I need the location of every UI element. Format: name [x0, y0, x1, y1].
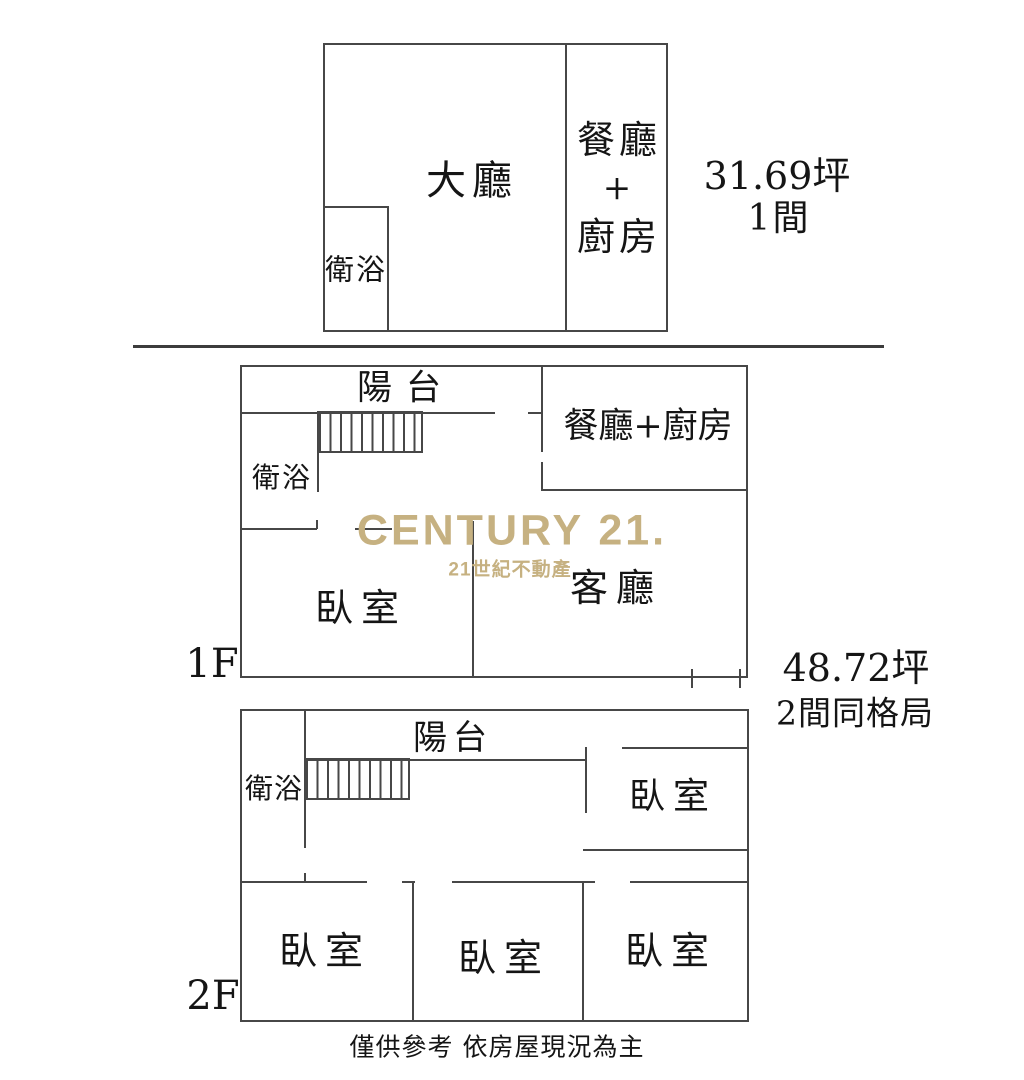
wall-dining-left-lower-1f: [541, 462, 543, 490]
room-label-dining-line2: 廚房: [576, 215, 662, 259]
wall-bath-right-top-unit: [387, 206, 389, 332]
door-tick-bottom-left-1f: [691, 669, 693, 688]
wall-middle-seg2-2f: [402, 881, 415, 883]
unit-top-outline: [323, 43, 668, 332]
wall-bedroom-divider1-2f: [412, 881, 414, 1022]
room-label-balcony-1f: 陽台: [356, 368, 456, 409]
count-text-top-unit: 1間: [747, 198, 811, 239]
stairs-hatch-1f: [317, 411, 423, 453]
watermark-subtitle: 21世紀不動產: [448, 559, 572, 581]
brand-watermark: CENTURY 21.: [356, 506, 668, 555]
room-label-hall: 大廳: [426, 158, 518, 204]
wall-middle-seg3-2f: [452, 881, 595, 883]
area-text-1f: 48.72坪: [782, 646, 930, 690]
wall-dining-bottom-1f: [541, 489, 748, 491]
section-divider-line: [133, 345, 884, 348]
room-label-balcony-2f: 陽台: [413, 718, 493, 758]
room-label-dining-kitchen-1f: 餐廳+廚房: [563, 406, 733, 447]
stairs-hatch-2f: [304, 758, 410, 800]
room-label-bath-1f: 衛浴: [251, 461, 313, 494]
wall-bedroom-living-divider-1f: [472, 521, 474, 678]
wall-bath-right-1f: [317, 453, 319, 492]
floor-label-1f: 1F: [185, 641, 239, 687]
wall-bedroom-top-right-1f: [355, 528, 392, 530]
wall-dining-left-upper-1f: [541, 365, 543, 452]
room-label-bedroom-right-2f: 臥室: [624, 929, 718, 973]
wall-dining-left-top-unit: [565, 43, 567, 332]
room-label-dining-line1: 餐廳: [576, 118, 662, 162]
wall-bedroom-top-left-1f: [240, 528, 317, 530]
door-tick-bath-1f: [316, 520, 318, 529]
wall-balcony-dash-1f: [528, 412, 542, 414]
wall-bath-top-top-unit: [323, 206, 388, 208]
door-tick-bottom-right-1f: [739, 669, 741, 688]
wall-bedroom-tr-bottom-2f: [583, 849, 749, 851]
room-label-bath-top-unit: 衛浴: [324, 252, 388, 287]
room-label-bedroom-topright-2f: 臥室: [628, 776, 718, 817]
room-label-bath-2f: 衛浴: [244, 772, 304, 805]
room-label-bedroom-1f: 臥室: [314, 586, 408, 630]
room-label-bedroom-middle-2f: 臥室: [457, 936, 551, 980]
floor-2f-outline: [240, 709, 749, 1022]
floor-label-2f: 2F: [186, 973, 240, 1019]
room-label-living-1f: 客廳: [569, 566, 663, 610]
room-label-dining-plus: +: [602, 168, 632, 208]
wall-bedroom-tr-top-2f: [622, 747, 749, 749]
wall-bedroom-divider2-2f: [582, 881, 584, 1022]
wall-middle-seg1-2f: [240, 881, 367, 883]
door-tick-bath-2f: [304, 873, 306, 882]
room-label-bedroom-left-2f: 臥室: [278, 929, 372, 973]
wall-middle-seg4-2f: [630, 881, 749, 883]
area-text-top-unit: 31.69坪: [703, 154, 851, 198]
floor-1f-outline: [240, 365, 748, 678]
note-text-1f: 2間同格局: [776, 693, 934, 733]
wall-bedroom-tr-left-2f: [585, 747, 587, 813]
disclaimer-caption: 僅供參考 依房屋現況為主: [349, 1032, 645, 1062]
wall-balcony-2f: [304, 759, 585, 761]
